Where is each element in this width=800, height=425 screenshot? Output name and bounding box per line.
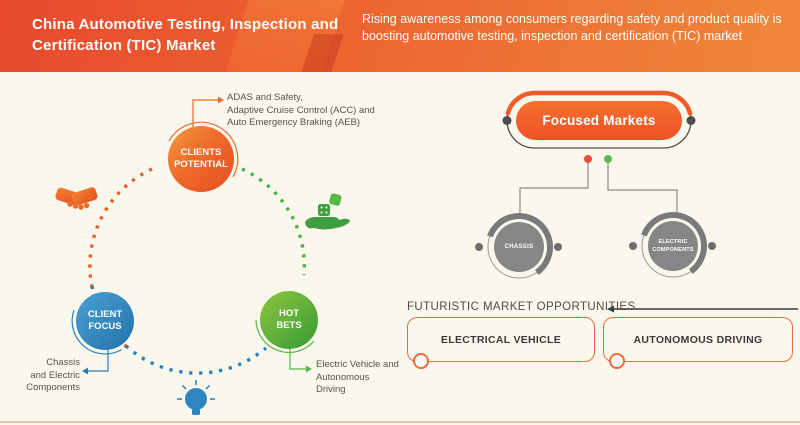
connector-line-chassis — [519, 163, 589, 216]
opportunity-corner-dot — [413, 353, 429, 369]
connector-line-electric — [607, 163, 678, 215]
client-focus-node: CLIENT FOCUS — [76, 292, 134, 350]
opportunity-corner-dot — [609, 353, 625, 369]
clients-potential-annotation: ADAS and Safety, Adaptive Cruise Control… — [227, 92, 375, 129]
page-title: China Automotive Testing, Inspection and… — [32, 16, 339, 54]
client-focus-annotation: Chassis and Electric Components — [26, 357, 80, 394]
clients-potential-callout-arrow — [218, 96, 224, 104]
opportunities-heading: FUTURISTIC MARKET OPPORTUNITIES — [407, 301, 636, 313]
capsule-left-dot — [502, 116, 512, 125]
client-focus-callout-line — [88, 349, 109, 372]
clients-potential-callout-line — [192, 99, 218, 127]
opportunity-label: AUTONOMOUS DRIVING — [633, 333, 763, 346]
header-banner: China Automotive Testing, Inspection and… — [0, 0, 800, 72]
electric-components-label: ELECTRIC COMPONENTS — [652, 238, 694, 253]
page-subtitle: Rising awareness among consumers regardi… — [362, 12, 782, 44]
hot-bets-callout-line — [289, 348, 306, 370]
bottom-accent-line — [0, 421, 800, 423]
lightbulb-icon — [177, 380, 215, 415]
handshake-icon — [55, 187, 98, 210]
hot-bets-annotation: Electric Vehicle and Autonomous Driving — [316, 359, 399, 396]
capsule-right-dot — [686, 116, 696, 125]
focused-markets-pill: Focused Markets — [516, 101, 682, 140]
clients-potential-node: CLIENTS POTENTIAL — [168, 126, 234, 192]
opportunity-label: ELECTRICAL VEHICLE — [440, 333, 562, 346]
connector-green-dot — [604, 155, 612, 163]
opportunity-box-autonomous-driving: AUTONOMOUS DRIVING — [603, 317, 793, 369]
client-focus-callout-arrow — [82, 367, 88, 375]
dotted-arc-green — [241, 167, 307, 276]
hot-bets-callout-arrow — [306, 365, 312, 373]
money-hand-icon — [305, 193, 350, 230]
opportunity-box-electrical-vehicle: ELECTRICAL VEHICLE — [407, 317, 595, 369]
hot-bets-node: HOT BETS — [260, 291, 318, 349]
chassis-label: CHASSIS — [504, 244, 534, 250]
connector-red-dot — [584, 155, 592, 163]
